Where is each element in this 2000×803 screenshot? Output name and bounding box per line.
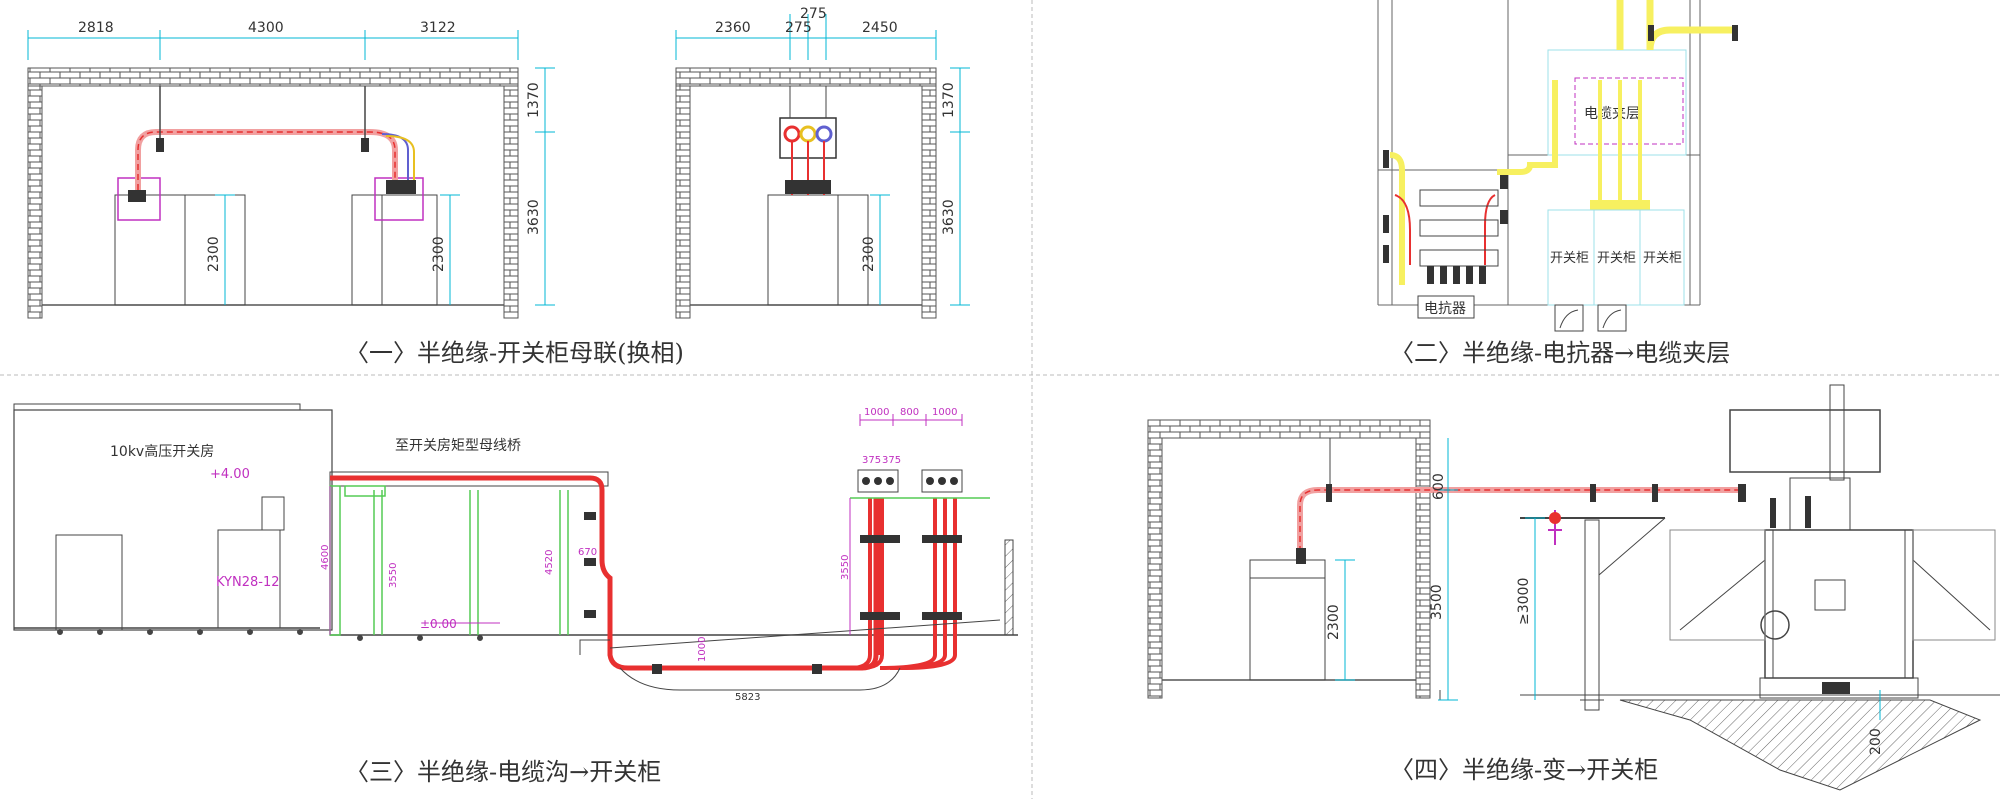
dim-200: 200 [1868,728,1884,755]
panel3-drawing: 10kv高压开关房 +4.00 KYN28-12 至开关房矩型母线桥 [13,403,1018,703]
dim-1000-right: 1000 [932,407,957,418]
panel1-caption: 〈一〉半绝缘-开关柜母联(换相) [345,339,684,367]
room4-ceiling-wall [1147,419,1431,439]
dim-4520: 4520 [544,550,555,575]
dim-1370-right: 1370 [941,82,957,118]
room-label: 10kv高压开关房 [110,443,214,460]
switchgear-label-1: 开关柜 [1550,251,1589,266]
panel2-drawing: 电缆夹层 电抗器 开关柜 开关柜 开关柜 [1377,0,1738,332]
room4-cabinet [1249,559,1326,681]
panel4-drawing: 600 2300 3500 ≥3000 200 [1147,384,2000,791]
room4-left-wall [1147,437,1163,699]
dim-4300: 4300 [248,20,284,36]
elevation-zero: ±0.00 [420,617,457,631]
room2-right-wall [921,85,937,319]
reactor-box [1417,295,1475,319]
transformer-conservator [1729,409,1881,473]
dim-1000-vertical: 1000 [697,637,708,662]
dim-2300-c: 2300 [861,236,877,272]
room1-right-wall [503,85,519,319]
panel4-caption: 〈四〉半绝缘-变→开关柜 [1390,756,1659,784]
transformer-tank [1764,529,1914,679]
dim-5823: 5823 [735,692,760,703]
cabinet-model: KYN28-12 [216,575,280,590]
room2-left-wall [675,85,691,319]
dim-3630-left: 3630 [526,199,542,235]
dim-2360: 2360 [715,20,751,36]
dim-2300-b: 2300 [431,236,447,272]
room2-ceiling-wall [675,67,937,87]
panel2-caption: 〈二〉半绝缘-电抗器→电缆夹层 [1390,339,1731,367]
dim-3000: ≥3000 [1516,578,1532,625]
room1-left-wall [27,85,43,319]
dim-375-a: 375 [862,455,881,466]
dim-600: 600 [1431,473,1447,500]
cable-interlayer-label: 电缆夹层 [1584,106,1640,122]
dim-670: 670 [578,547,597,558]
panel1-drawing: 2818 4300 3122 2360 275 275 2450 1370 36… [27,6,970,319]
dim-3630-right: 3630 [941,199,957,235]
room1-cabinet-left [114,194,186,306]
switchgear-label-2: 开关柜 [1597,251,1636,266]
elevation-plus: +4.00 [210,467,250,482]
dim-800: 800 [900,407,919,418]
dim-3122: 3122 [420,20,456,36]
dim-2450: 2450 [862,20,898,36]
dim-1370-left: 1370 [526,82,542,118]
bridge-label: 至开关房矩型母线桥 [395,438,521,454]
dim-4600: 4600 [320,545,331,570]
dim-275b: 275 [800,6,827,22]
switch-room-outline [13,409,333,631]
room2-cabinet [767,194,839,306]
switchgear-label-3: 开关柜 [1643,251,1682,266]
panel3-caption: 〈三〉半绝缘-电缆沟→开关柜 [345,758,662,786]
dim-2300: 2300 [1326,604,1342,640]
dim-275a: 275 [785,20,812,36]
reactor-label: 电抗器 [1424,301,1466,317]
dim-1000-left: 1000 [864,407,889,418]
room1-cabinet-right [351,194,383,306]
dim-3550-left: 3550 [388,563,399,588]
dim-3550-right: 3550 [840,555,851,580]
dim-375-b: 375 [882,455,901,466]
dim-3500: 3500 [1429,584,1445,620]
room4-right-wall [1415,437,1431,699]
dim-2300-a: 2300 [206,236,222,272]
room1-ceiling-wall [27,67,519,87]
dim-2818: 2818 [78,20,114,36]
